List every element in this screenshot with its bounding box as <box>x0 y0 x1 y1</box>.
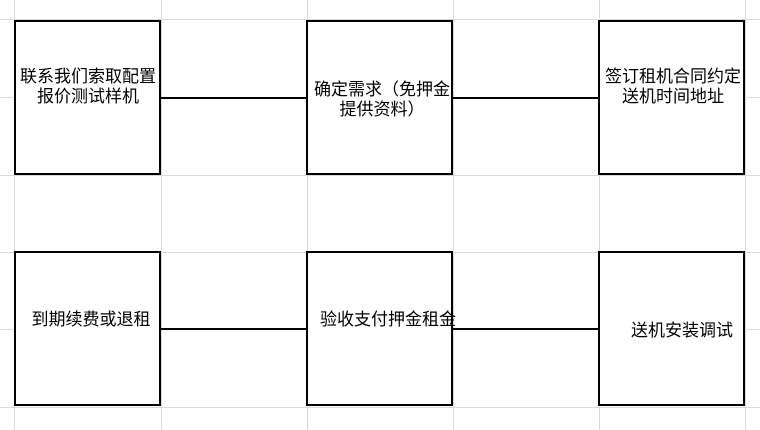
grid-column-line <box>599 0 600 430</box>
grid-row-line <box>0 19 760 20</box>
grid-column-line <box>161 0 162 430</box>
flow-step-label: 送机安装调试 <box>631 321 733 341</box>
flow-step-box: 送机安装调试 <box>598 251 745 406</box>
connector-step-1-step-2 <box>161 97 307 99</box>
flow-step-box: 联系我们索取配置报价测试样机 <box>14 20 161 175</box>
flow-step-label: 到期续费或退租 <box>31 310 151 330</box>
connector-step-2-step-3 <box>453 97 599 99</box>
connector-step-5-step-6 <box>453 328 599 330</box>
grid-column-line <box>453 0 454 430</box>
flow-step-label: 联系我们索取配置报价测试样机 <box>20 67 156 107</box>
grid-row-line <box>0 175 760 176</box>
flow-step-label: 签订租机合同约定送机时间地址 <box>605 67 741 107</box>
connector-step-4-step-5 <box>161 328 307 330</box>
flow-step-label: 确定需求（免押金提供资料） <box>314 80 450 120</box>
flow-step-box: 验收支付押金租金 <box>306 251 456 406</box>
grid-column-line <box>307 0 308 430</box>
grid-column-line <box>14 0 15 430</box>
flow-step-box: 确定需求（免押金提供资料） <box>306 20 453 175</box>
grid-column-line <box>745 0 746 430</box>
flow-step-box: 签订租机合同约定送机时间地址 <box>598 20 745 175</box>
flow-step-box: 到期续费或退租 <box>14 251 161 406</box>
flow-step-label: 验收支付押金租金 <box>320 310 456 330</box>
grid-row-line <box>0 407 760 408</box>
